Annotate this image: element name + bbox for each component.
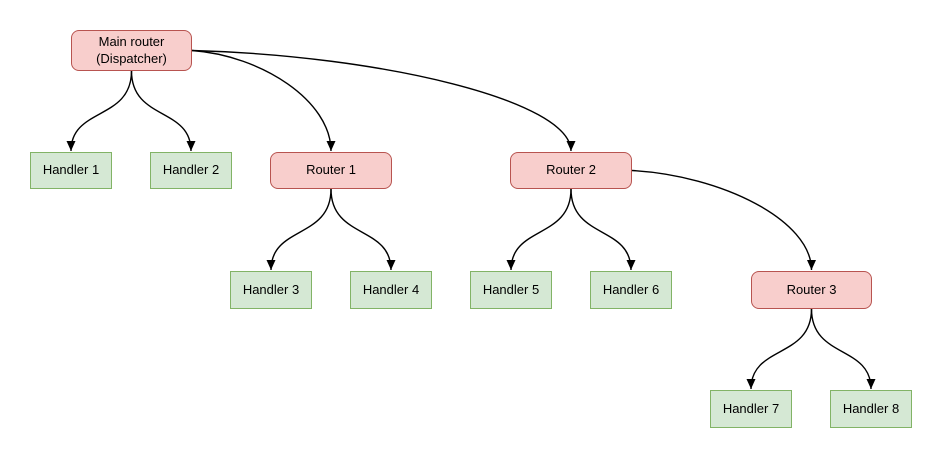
node-h6: Handler 6 xyxy=(590,271,672,309)
node-r3: Router 3 xyxy=(751,271,872,309)
edge-r2-to-h5 xyxy=(506,188,572,271)
edge-main-to-h2 xyxy=(130,70,196,152)
edge-main-to-r1 xyxy=(191,49,336,152)
node-h1: Handler 1 xyxy=(30,152,112,189)
node-h2: Handler 2 xyxy=(150,152,232,189)
edge-main-to-r2 xyxy=(191,49,576,152)
node-main: Main router (Dispatcher) xyxy=(71,30,192,71)
edge-r3-to-h8 xyxy=(810,308,876,390)
edge-r3-to-h7 xyxy=(746,308,813,390)
node-h8: Handler 8 xyxy=(830,390,912,428)
edge-r1-to-h3 xyxy=(266,188,332,271)
node-r1: Router 1 xyxy=(270,152,392,189)
edge-r2-to-r3 xyxy=(631,169,816,271)
node-h5: Handler 5 xyxy=(470,271,552,309)
node-h4: Handler 4 xyxy=(350,271,432,309)
node-h7: Handler 7 xyxy=(710,390,792,428)
edge-r1-to-h4 xyxy=(330,188,396,271)
node-r2: Router 2 xyxy=(510,152,632,189)
edge-r2-to-h6 xyxy=(570,188,636,271)
edge-main-to-h1 xyxy=(66,70,133,152)
node-h3: Handler 3 xyxy=(230,271,312,309)
